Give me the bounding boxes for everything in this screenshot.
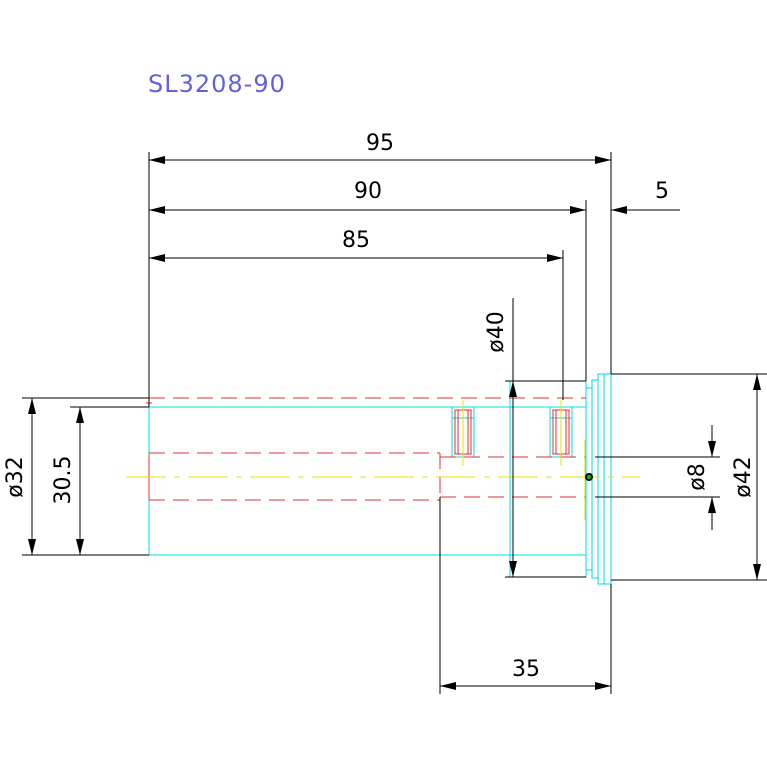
dim-diameter-40: ø40 bbox=[484, 298, 586, 578]
dim-text-35: 35 bbox=[512, 657, 540, 682]
dim-text-30-5: 30.5 bbox=[51, 456, 76, 505]
flange-ring-mid bbox=[591, 379, 599, 579]
dim-length-35: 35 bbox=[439, 497, 612, 694]
hidden-lines bbox=[146, 397, 586, 501]
dim-length-85: 85 bbox=[149, 228, 564, 400]
dim-diameter-32: ø32 bbox=[3, 397, 149, 556]
dim-diameter-30-5: 30.5 bbox=[51, 406, 149, 555]
dim-text-5: 5 bbox=[655, 179, 669, 204]
dim-diameter-42: ø42 bbox=[611, 373, 767, 581]
dim-diameter-8: ø8 bbox=[595, 425, 720, 530]
dim-text-diameter-32: ø32 bbox=[3, 456, 28, 497]
hub-body bbox=[509, 380, 587, 578]
part-number-title: SL3208-90 bbox=[148, 70, 286, 98]
dim-text-95: 95 bbox=[366, 131, 394, 156]
dim-text-diameter-40: ø40 bbox=[484, 311, 509, 352]
dim-length-90: 90 bbox=[149, 179, 587, 381]
shaft-body bbox=[148, 406, 587, 556]
dim-text-diameter-42: ø42 bbox=[731, 456, 756, 497]
dim-flange-width: 5 bbox=[611, 179, 680, 214]
dim-text-90: 90 bbox=[354, 179, 382, 204]
centerlines bbox=[126, 400, 640, 520]
dim-overall-length: 95 bbox=[148, 131, 612, 407]
part-outline bbox=[148, 373, 612, 585]
dim-text-85: 85 bbox=[342, 228, 370, 253]
dim-text-diameter-8: ø8 bbox=[685, 463, 710, 490]
